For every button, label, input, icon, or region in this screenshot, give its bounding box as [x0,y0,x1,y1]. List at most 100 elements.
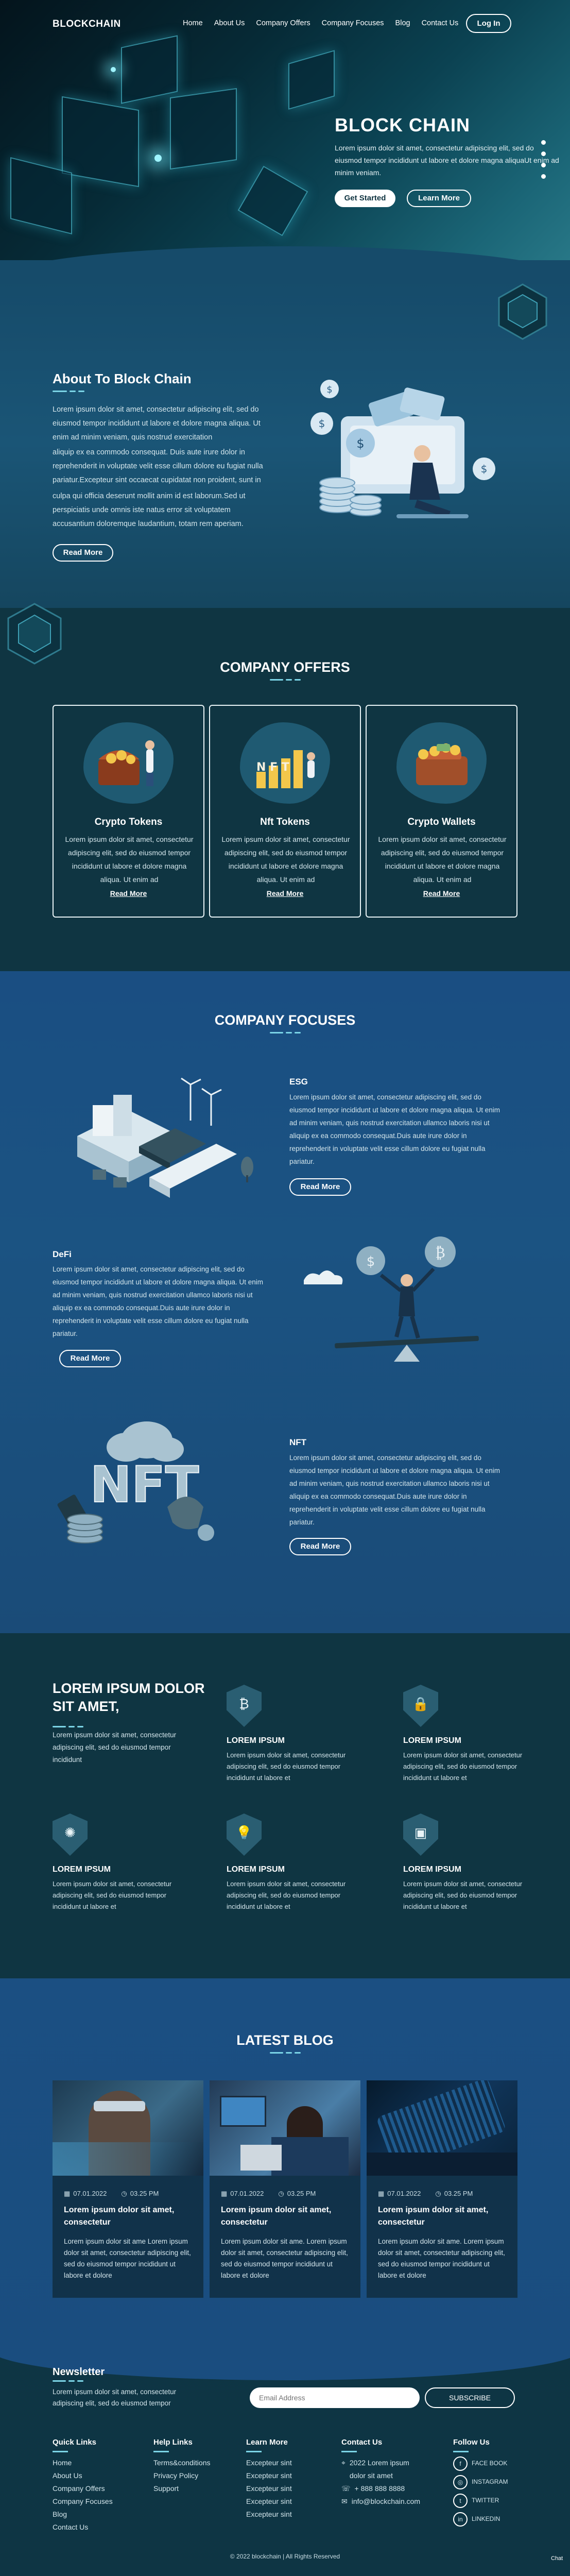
bitcoin-lock-icon: 🔒 [403,1685,438,1727]
blog-post-card[interactable]: ▦07.01.2022◷03.25 PM Lorem ipsum dolor s… [210,2080,360,2298]
nav-company-offers[interactable]: Company Offers [256,19,310,27]
offer-card-text: Lorem ipsum dolor sit amet, consectetur … [378,835,507,884]
svg-text:$: $ [481,463,488,475]
calendar-icon: ▦ [64,2190,71,2197]
nav-blog[interactable]: Blog [395,19,410,27]
focus-item-title: NFT [289,1437,307,1447]
nav-company-focuses[interactable]: Company Focuses [321,19,384,27]
footer: Newsletter Lorem ipsum dolor sit amet, c… [0,2318,570,2576]
wallet-icon [416,743,468,785]
focus-read-more-button[interactable]: Read More [59,1350,121,1367]
slider-dot[interactable] [541,151,546,156]
feature-item: 💡 LOREM IPSUM Lorem ipsum dolor sit amet… [227,1814,350,1912]
slider-dot[interactable] [541,163,546,167]
footer-link[interactable]: About Us [53,2471,82,2480]
offer-card-title: Nft Tokens [260,817,310,827]
post-date: 07.01.2022 [230,2190,264,2197]
linkedin-icon: in [453,2512,468,2527]
nav-contact-us[interactable]: Contact Us [421,19,459,27]
slider-dot[interactable] [541,174,546,179]
calendar-icon: ▦ [378,2190,385,2197]
post-title[interactable]: Lorem ipsum dolor sit amet, consectetur [64,2206,175,2227]
footer-link[interactable]: Excepteur sint [246,2459,292,2467]
footer-column-title: Contact Us [341,2438,383,2447]
cube-graphic [237,165,308,236]
slider-dots [541,140,546,179]
site-logo[interactable]: BLOCKCHAIN [53,19,121,29]
instagram-icon: ◎ [453,2475,468,2489]
footer-link[interactable]: Excepteur sint [246,2497,292,2505]
footer-link[interactable]: Company Focuses [53,2497,113,2505]
footer-link[interactable]: Terms&conditions [153,2459,211,2467]
footer-link[interactable]: Support [153,2484,179,2493]
subscribe-button[interactable]: SUBSCRIBE [425,2387,515,2408]
footer-link[interactable]: Blog [53,2510,67,2518]
email-icon: ✉ [341,2497,348,2505]
social-label: TWITTER [472,2497,499,2504]
hexagon-cube-icon [498,283,547,340]
treasure-chest-icon [98,740,154,786]
contact-phone[interactable]: + 888 888 8888 [354,2484,405,2493]
social-instagram[interactable]: ◎INSTAGRAM [453,2475,508,2489]
social-label: FACE BOOK [472,2460,508,2467]
feature-title: LOREM IPSUM [227,1865,285,1874]
slider-dot[interactable] [541,140,546,145]
blog-post-card[interactable]: ▦07.01.2022◷03.25 PM Lorem ipsum dolor s… [367,2080,517,2298]
focus-read-more-button[interactable]: Read More [289,1178,351,1196]
footer-link[interactable]: Excepteur sint [246,2484,292,2493]
blog-post-meta: ▦07.01.2022◷03.25 PM [378,2190,473,2198]
cube-graphic [288,50,335,110]
clock-icon: ◷ [121,2190,127,2197]
svg-text:₿: ₿ [435,1244,445,1261]
hero-text: Lorem ipsum dolor sit amet, consectetur … [335,144,559,177]
footer-learn-more: Learn More Excepteur sint Excepteur sint… [246,2436,292,2521]
focus-read-more-button[interactable]: Read More [289,1538,351,1555]
post-title[interactable]: Lorem ipsum dolor sit amet, consectetur [378,2206,489,2227]
footer-link[interactable]: Contact Us [53,2523,89,2531]
get-started-button[interactable]: Get Started [335,190,395,207]
wallet-shield-icon: ▣ [403,1814,438,1856]
chat-button[interactable]: Chat [551,2555,563,2562]
blog-post-image [53,2080,203,2176]
learn-more-button[interactable]: Learn More [407,190,471,207]
post-excerpt: Lorem ipsum dolor sit ame. Lorem ipsum d… [378,2238,505,2279]
post-excerpt: Lorem ipsum dolor sit ame Lorem ipsum do… [64,2238,191,2279]
newsletter-title: Newsletter [53,2366,105,2378]
footer-column-title: Help Links [153,2438,193,2447]
features-section: LOREM IPSUM DOLOR SIT AMET, Lorem ipsum … [0,1633,570,1978]
footer-link[interactable]: Privacy Policy [153,2471,199,2480]
footer-link[interactable]: Excepteur sint [246,2510,292,2518]
focus-item-text: Lorem ipsum dolor sit amet, consectetur … [289,1093,500,1165]
offer-read-more-link[interactable]: Read More [266,889,304,897]
offer-card-title: Crypto Wallets [407,817,476,827]
facebook-icon: f [453,2456,468,2471]
about-read-more-button[interactable]: Read More [53,544,113,562]
footer-link[interactable]: Home [53,2459,72,2467]
nav-about-us[interactable]: About Us [214,19,245,27]
feature-item: ▣ LOREM IPSUM Lorem ipsum dolor sit amet… [403,1814,527,1912]
offer-card-crypto-wallets: Crypto Wallets Lorem ipsum dolor sit ame… [366,705,517,918]
blog-post-image [210,2080,360,2176]
post-excerpt: Lorem ipsum dolor sit ame. Lorem ipsum d… [221,2238,348,2279]
offer-read-more-link[interactable]: Read More [423,889,460,897]
svg-text:$: $ [326,384,332,395]
feature-title: LOREM IPSUM [227,1736,285,1745]
login-button[interactable]: Log In [466,14,511,33]
footer-link[interactable]: Excepteur sint [246,2471,292,2480]
social-facebook[interactable]: f FACE BOOK [453,2456,508,2471]
title-underline [53,1726,83,1727]
nav-home[interactable]: Home [183,19,203,27]
offer-read-more-link[interactable]: Read More [110,889,147,897]
post-time: 03.25 PM [287,2190,316,2197]
blog-post-card[interactable]: ▦07.01.2022◷03.25 PM Lorem ipsum dolor s… [53,2080,203,2298]
footer-link[interactable]: Company Offers [53,2484,105,2493]
offer-card-nft-tokens: N F T Nft Tokens Lorem ipsum dolor sit a… [209,705,361,918]
newsletter-email-input[interactable] [250,2387,420,2408]
calendar-icon: ▦ [221,2190,228,2197]
post-title[interactable]: Lorem ipsum dolor sit amet, consectetur [221,2206,332,2227]
blog-post-meta: ▦07.01.2022◷03.25 PM [64,2190,159,2198]
contact-email[interactable]: info@blockchain.com [351,2497,421,2505]
